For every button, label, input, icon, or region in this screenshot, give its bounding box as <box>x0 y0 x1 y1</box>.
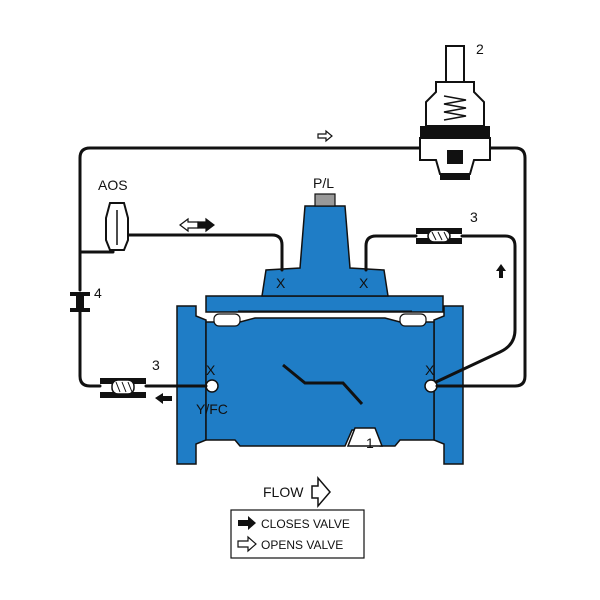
needle-top-hatch <box>431 231 449 241</box>
needle-valve-bottom <box>100 378 146 398</box>
needle-top-number-label: 3 <box>470 209 478 225</box>
right-notch <box>399 313 427 327</box>
bonnet <box>261 205 389 297</box>
port-x-right-cover: X <box>359 275 369 291</box>
closes-legend-arrow-icon <box>238 516 256 530</box>
opens-legend-arrow-icon <box>237 535 257 553</box>
double-arrow-dark-icon <box>197 217 215 233</box>
flow-arrow-icon <box>311 475 331 509</box>
ball-valve-bottom <box>70 308 90 312</box>
legend-box <box>230 509 365 559</box>
needle-bottom-hatch <box>115 381 133 393</box>
pilot-diaphragm <box>420 126 490 138</box>
flow-label: FLOW <box>263 484 304 500</box>
pilot-seat <box>447 150 463 164</box>
left-lower-pipe <box>78 316 102 388</box>
disc <box>282 363 364 406</box>
aos-valve <box>105 202 129 251</box>
needle-to-outlet-pipe <box>434 234 517 384</box>
pilot-loop-pipe <box>426 146 527 388</box>
ball-valve-number-label: 4 <box>94 285 102 301</box>
needle-bottom-bar-lower <box>100 392 146 398</box>
seat-notch <box>346 427 384 447</box>
left-notch <box>213 313 241 327</box>
ball-valve <box>70 292 90 312</box>
port-x-outlet: X <box>425 362 435 378</box>
needle-bottom-ball <box>111 379 135 395</box>
pl-label: P/L <box>313 175 334 191</box>
cover-to-needle-pipe <box>364 234 418 272</box>
needle-valve-top <box>416 228 462 244</box>
pilot-number-label: 2 <box>476 41 484 57</box>
yfc-label: Y/FC <box>196 401 228 417</box>
ball-valve-body <box>76 296 84 308</box>
left-riser-pipe <box>78 146 430 254</box>
needle-bottom-number-label: 3 <box>152 357 160 373</box>
pilot-base <box>440 174 470 180</box>
cover-flange <box>205 295 444 313</box>
port-x-left-cover: X <box>276 275 286 291</box>
legend-opens-label: OPENS VALVE <box>261 538 343 552</box>
closes-arrow-up-icon <box>496 264 506 278</box>
legend-closes-label: CLOSES VALVE <box>261 517 350 531</box>
position-indicator <box>314 193 336 207</box>
inlet-port <box>205 379 219 393</box>
opens-arrow-top-icon <box>317 129 333 143</box>
main-valve <box>176 193 464 465</box>
legend: CLOSES VALVE OPENS VALVE <box>230 509 365 559</box>
aos-branch-pipe <box>78 246 115 254</box>
aos-label: AOS <box>98 177 128 193</box>
needle-top-ball <box>427 229 451 243</box>
pilot-valve <box>419 45 491 180</box>
ball-valve-top <box>70 292 90 296</box>
port-x-inlet: X <box>206 362 216 378</box>
aos-to-cover-pipe <box>126 233 284 272</box>
pilot-spring <box>443 95 467 121</box>
piping <box>78 146 527 388</box>
flow-arrows <box>155 129 506 404</box>
double-arrow-icon <box>179 217 199 233</box>
closes-arrow-left-icon <box>155 393 172 404</box>
pilot-cap <box>445 45 465 83</box>
main-valve-number-label: 1 <box>366 435 374 451</box>
pilot-bonnet <box>425 81 485 127</box>
